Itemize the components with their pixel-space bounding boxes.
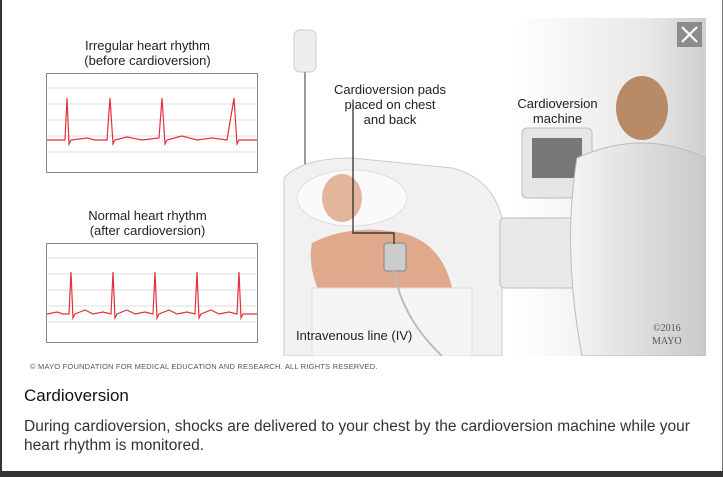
iv-label: Intravenous line (IV) — [296, 328, 413, 343]
machine-label-line2: machine — [532, 111, 583, 126]
modal-border-left — [0, 0, 2, 477]
mark-year: ©2016 — [653, 323, 681, 334]
cardioversion-illustration — [283, 18, 706, 356]
machine-label: Cardioversion machine — [500, 96, 615, 126]
close-button[interactable] — [677, 22, 702, 47]
irregular-label-line2: (before cardioversion) — [84, 53, 211, 68]
irregular-ecg-strip — [46, 73, 258, 173]
pads-label: Cardioversion pads placed on chest and b… — [320, 82, 460, 127]
normal-label-line2: (after cardioversion) — [89, 223, 206, 238]
normal-label-line1: Normal heart rhythm — [88, 208, 207, 223]
normal-ecg-strip — [46, 243, 258, 343]
pads-label-line3: and back — [363, 112, 417, 127]
irregular-label-line1: Irregular heart rhythm — [85, 38, 210, 53]
normal-rhythm-label: Normal heart rhythm (after cardioversion… — [50, 208, 245, 238]
illustration-copyright-mark: ©2016 MAYO — [652, 322, 682, 348]
pads-label-line1: Cardioversion pads — [333, 82, 446, 97]
irregular-rhythm-label: Irregular heart rhythm (before cardiover… — [50, 38, 245, 68]
mark-name: MAYO — [652, 336, 682, 347]
pads-label-line2: placed on chest — [344, 97, 436, 112]
close-icon — [681, 26, 698, 43]
copyright-notice: © MAYO FOUNDATION FOR MEDICAL EDUCATION … — [30, 362, 378, 371]
caption-description: During cardioversion, shocks are deliver… — [24, 418, 690, 454]
modal-border-bottom — [0, 471, 723, 477]
machine-label-line1: Cardioversion — [517, 96, 598, 111]
caption-title: Cardioversion — [24, 386, 129, 405]
